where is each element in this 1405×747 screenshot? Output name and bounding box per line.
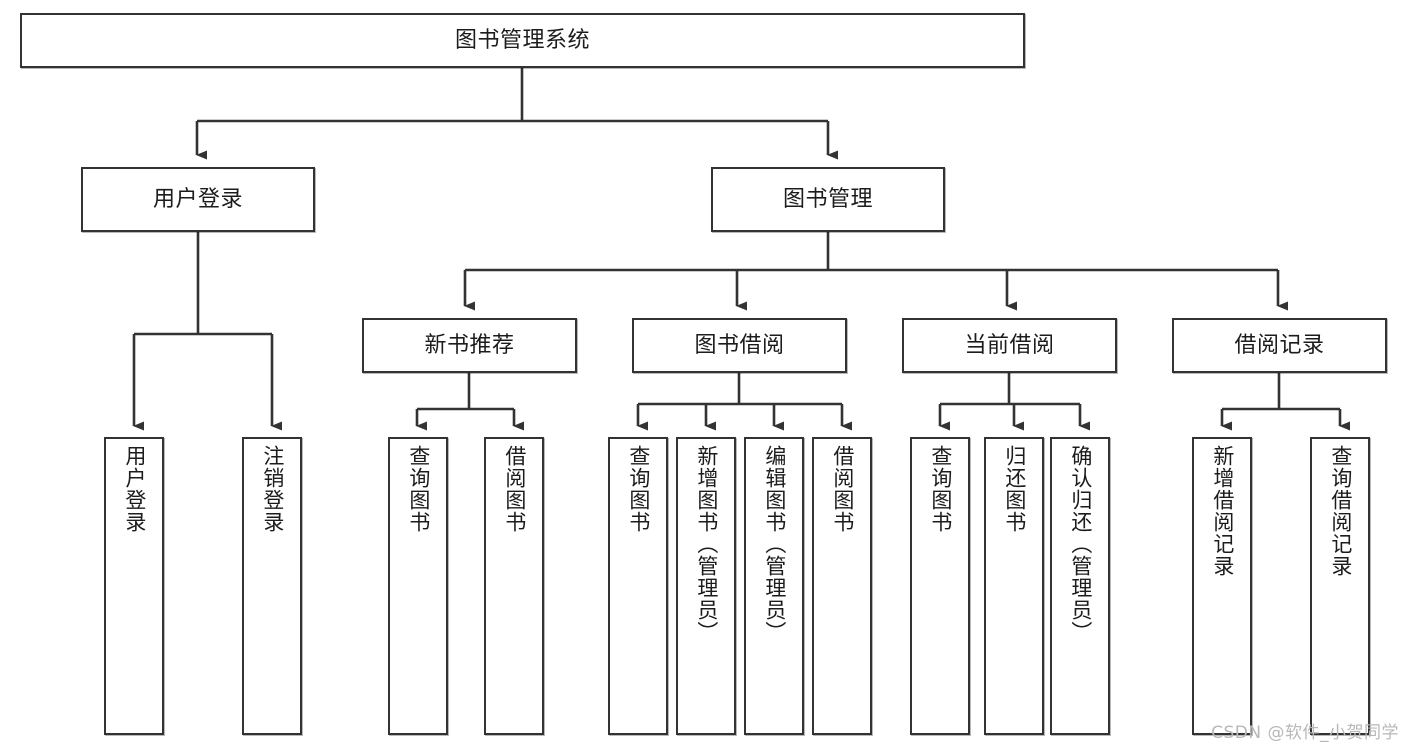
leaf-borrow-query-book-label: 查询图书: [626, 445, 651, 533]
leaf-current-query-book-label: 查询图书: [928, 445, 953, 533]
node-book-borrow[interactable]: 图书借阅: [632, 318, 847, 373]
node-current-borrow-label: 当前借阅: [964, 332, 1055, 358]
node-user-login[interactable]: 用户登录: [81, 167, 315, 232]
leaf-current-query-book[interactable]: 查询图书: [910, 437, 970, 735]
node-borrow-records-label: 借阅记录: [1234, 332, 1325, 358]
leaf-confirm-return-admin[interactable]: 确认归还（管理员）: [1050, 437, 1110, 735]
node-borrow-records[interactable]: 借阅记录: [1172, 318, 1387, 373]
leaf-query-borrow-record-label: 查询借阅记录: [1328, 445, 1353, 577]
node-book-management-label: 图书管理: [782, 186, 873, 212]
node-book-management[interactable]: 图书管理: [711, 167, 945, 232]
node-user-login-label: 用户登录: [152, 186, 243, 212]
node-current-borrow[interactable]: 当前借阅: [902, 318, 1117, 373]
leaf-borrow-query-book[interactable]: 查询图书: [608, 437, 668, 735]
leaf-borrow-book[interactable]: 借阅图书: [812, 437, 872, 735]
leaf-query-borrow-record[interactable]: 查询借阅记录: [1310, 437, 1370, 735]
leaf-add-book-admin[interactable]: 新增图书（管理员）: [676, 437, 736, 735]
node-root[interactable]: 图书管理系统: [20, 13, 1025, 68]
leaf-return-book-label: 归还图书: [1002, 445, 1027, 533]
leaf-edit-book-admin-label: 编辑图书（管理员）: [762, 445, 787, 643]
leaf-user-login-label: 用户登录: [122, 445, 147, 533]
leaf-user-login[interactable]: 用户登录: [104, 437, 164, 735]
leaf-add-borrow-record[interactable]: 新增借阅记录: [1192, 437, 1252, 735]
leaf-edit-book-admin[interactable]: 编辑图书（管理员）: [744, 437, 804, 735]
leaf-newbook-borrow-book[interactable]: 借阅图书: [484, 437, 544, 735]
node-new-book-recommend[interactable]: 新书推荐: [362, 318, 577, 373]
leaf-newbook-query-book-label: 查询图书: [406, 445, 431, 533]
node-root-label: 图书管理系统: [454, 27, 590, 53]
leaf-newbook-borrow-book-label: 借阅图书: [502, 445, 527, 533]
node-book-borrow-label: 图书借阅: [694, 332, 785, 358]
node-new-book-recommend-label: 新书推荐: [424, 332, 515, 358]
leaf-return-book[interactable]: 归还图书: [984, 437, 1044, 735]
leaf-add-borrow-record-label: 新增借阅记录: [1210, 445, 1235, 577]
leaf-logout[interactable]: 注销登录: [242, 437, 302, 735]
leaf-borrow-book-label: 借阅图书: [830, 445, 855, 533]
leaf-newbook-query-book[interactable]: 查询图书: [388, 437, 448, 735]
leaf-logout-label: 注销登录: [260, 445, 285, 533]
leaf-add-book-admin-label: 新增图书（管理员）: [694, 445, 719, 643]
leaf-confirm-return-admin-label: 确认归还（管理员）: [1068, 445, 1093, 643]
